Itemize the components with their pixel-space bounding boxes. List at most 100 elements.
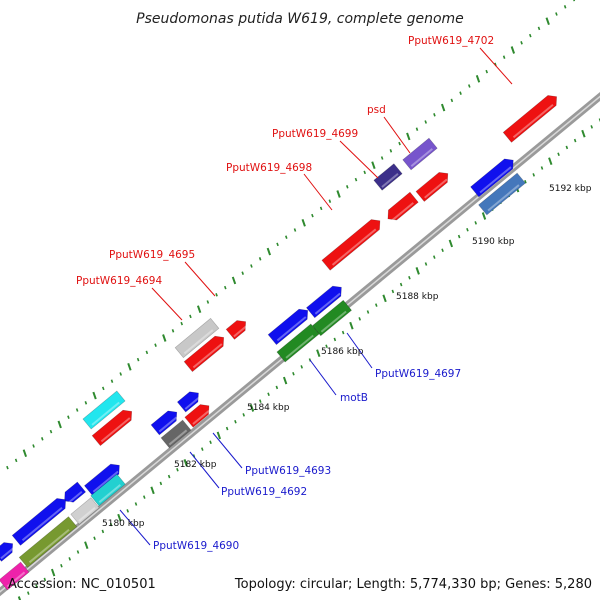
gene-label-pputw619-4702[interactable]: PputW619_4702	[408, 35, 494, 47]
gene-feature[interactable]	[312, 299, 352, 337]
tick-mark	[14, 458, 18, 463]
gene-feature[interactable]	[0, 561, 30, 591]
tick-mark	[216, 431, 222, 440]
tick-mark	[354, 177, 358, 182]
gene-feature[interactable]	[150, 410, 178, 436]
tick-mark	[406, 132, 411, 141]
gene-feature[interactable]	[373, 163, 403, 191]
tick-mark	[450, 98, 454, 103]
tick-mark	[474, 221, 477, 225]
gene-feature-highlight	[479, 166, 512, 194]
gene-feature[interactable]	[478, 172, 526, 216]
gene-feature[interactable]	[267, 308, 309, 346]
tick-mark	[117, 513, 122, 522]
gene-label-pputw619-4698[interactable]: PputW619_4698	[226, 162, 312, 174]
tick-mark	[250, 264, 253, 268]
tick-mark	[563, 5, 567, 9]
tick-mark	[110, 379, 114, 383]
gene-label-motb[interactable]: motB	[340, 392, 368, 404]
gene-feature-highlight	[381, 173, 399, 188]
gene-label-pputw619-4692[interactable]: PputW619_4692	[221, 486, 307, 498]
gene-feature-highlight	[168, 429, 188, 446]
gene-feature[interactable]	[470, 158, 514, 198]
gene-feature[interactable]	[90, 473, 126, 507]
tick-mark	[176, 467, 179, 472]
gene-feature[interactable]	[70, 497, 100, 525]
gene-feature[interactable]	[225, 320, 247, 340]
gene-feature[interactable]	[321, 219, 381, 271]
gene-label-pputw619-4694[interactable]: PputW619_4694	[76, 275, 162, 287]
gene-feature[interactable]	[502, 95, 557, 143]
tick-mark	[366, 310, 370, 314]
gene-feature-highlight	[183, 329, 214, 355]
tick-mark	[300, 365, 303, 369]
gene-label-pputw619-4699[interactable]: PputW619_4699	[272, 128, 358, 140]
gene-feature[interactable]	[82, 390, 126, 430]
gene-feature[interactable]	[402, 137, 438, 171]
accession-text: Accession: NC_010501	[8, 577, 156, 592]
gene-label-pputw619-4690[interactable]: PputW619_4690	[153, 540, 239, 552]
tick-mark	[424, 262, 428, 266]
tick-mark	[84, 541, 89, 549]
tick-mark	[537, 26, 541, 31]
tick-mark	[565, 145, 569, 150]
tick-mark	[475, 74, 481, 83]
tick-mark	[529, 33, 532, 38]
gene-label-pputw619-4695[interactable]: PputW619_4695	[109, 249, 195, 261]
tick-mark	[206, 300, 210, 304]
tick-mark	[143, 495, 146, 499]
gene-feature-highlight	[6, 571, 26, 588]
tick-mark	[555, 12, 558, 16]
map-title: Pseudomonas putida W619, complete genome	[136, 11, 464, 27]
gene-label-psd[interactable]: psd	[367, 104, 386, 116]
gene-feature[interactable]	[387, 191, 419, 221]
tick-mark	[502, 55, 506, 59]
gene-feature[interactable]	[18, 516, 78, 568]
gene-feature[interactable]	[160, 419, 192, 449]
tick-mark	[159, 481, 163, 486]
gene-label-pputw619-4697[interactable]: PputW619_4697	[375, 368, 461, 380]
gene-feature[interactable]	[0, 542, 14, 562]
tick-mark	[242, 413, 245, 417]
gene-feature-highlight	[67, 490, 83, 504]
tick-mark	[510, 46, 516, 54]
genome-summary-text: Topology: circular; Length: 5,774,330 bp…	[234, 577, 592, 592]
gene-feature[interactable]	[276, 323, 320, 363]
gene-feature[interactable]	[174, 317, 220, 359]
kbp-label: 5188 kbp	[396, 292, 439, 302]
tick-mark	[415, 127, 419, 131]
tick-mark	[275, 385, 279, 390]
gene-feature[interactable]	[183, 335, 225, 373]
gene-feature-highlight	[512, 103, 554, 139]
tick-mark	[109, 522, 113, 527]
tick-mark	[408, 275, 411, 280]
gene-feature-highlight	[424, 178, 448, 199]
gene-feature[interactable]	[64, 481, 87, 503]
tick-mark	[150, 486, 155, 495]
tick-mark	[301, 218, 306, 227]
tick-mark	[358, 317, 361, 321]
gene-feature[interactable]	[11, 498, 66, 546]
gene-feature[interactable]	[415, 172, 449, 202]
gene-feature-highlight	[276, 316, 307, 342]
tick-mark	[201, 447, 204, 451]
gene-feature-highlight	[233, 325, 247, 338]
gene-feature[interactable]	[91, 409, 133, 447]
tick-mark	[468, 84, 471, 88]
gene-feature[interactable]	[184, 404, 210, 428]
tick-mark	[224, 285, 227, 290]
tick-mark	[32, 444, 35, 448]
tick-mark	[415, 267, 420, 275]
leader-line	[119, 509, 151, 546]
tick-mark	[382, 294, 387, 303]
tick-mark	[92, 391, 97, 400]
tick-mark	[136, 357, 140, 362]
tick-mark	[440, 103, 446, 112]
gene-label-pputw619-4693[interactable]: PputW619_4693	[245, 465, 331, 477]
tick-mark	[457, 234, 461, 239]
tick-mark	[49, 429, 53, 434]
tick-mark	[520, 41, 523, 45]
tick-mark	[540, 166, 544, 170]
gene-feature[interactable]	[306, 285, 342, 319]
gene-feature[interactable]	[176, 391, 199, 413]
